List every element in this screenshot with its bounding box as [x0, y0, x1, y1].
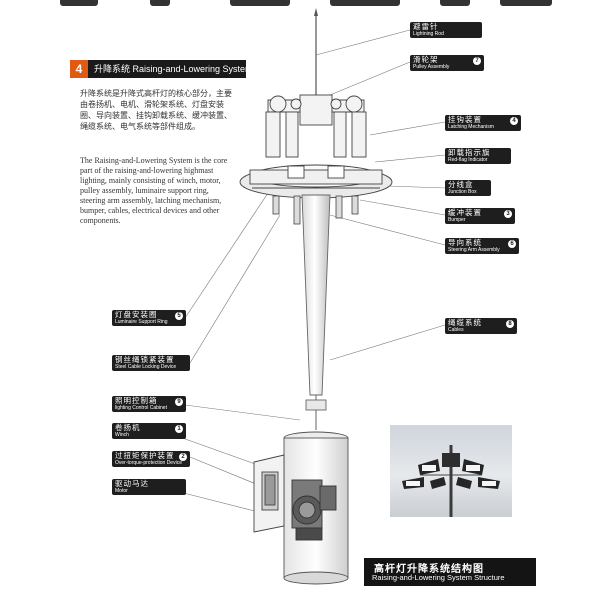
winch-drawing [291, 479, 337, 541]
callout-junction-box: 分线盒 Junction Box [445, 180, 491, 196]
diagram-title-english: Raising-and-Lowering System Structure [372, 573, 505, 582]
callout-luminaire-support-ring: 灯盘安装圈 Luminaire Support Ring 5 [112, 310, 186, 326]
section-number: 4 [70, 60, 88, 78]
top-cropped-strip [0, 0, 600, 8]
section-header: 4 升降系统 Raising-and-Lowering System [70, 60, 253, 78]
callout-motor: 驱动马达 Motor [112, 479, 186, 495]
callout-red-flag-indicator: 卸载指示旗 Red-flag Indicator [445, 148, 511, 164]
callout-winch: 卷扬机 Winch 1 [112, 423, 186, 439]
highmast-photo [390, 425, 512, 517]
description-english: The Raising-and-Lowering System is the c… [80, 156, 228, 225]
description-chinese: 升降系统是升降式高杆灯的核心部分，主要由卷扬机、电机、滑轮架系统、灯盘安装圈、导… [80, 89, 232, 131]
callout-bumper: 缓冲装置 Bumper 3 [445, 208, 515, 224]
callout-over-torque-protection: 过扭矩保护装置 Over-torque-protection Device 2 [112, 451, 190, 467]
luminaire-ring-drawing [239, 164, 393, 199]
callout-latching-mechanism: 挂钩装置 Latching Mechanism 4 [445, 115, 521, 131]
callout-steel-cable-locking-device: 钢丝绳锁紧装置 Steel Cable Locking Device [112, 355, 190, 371]
pulley-assembly-drawing [265, 94, 367, 158]
diagram-title-chinese: 高杆灯升降系统结构图 [374, 564, 484, 575]
callout-cables: 绳缆系统 Cables 8 [445, 318, 517, 334]
diagram-title-box: 高杆灯升降系统结构图 Raising-and-Lowering System S… [364, 558, 536, 586]
section-title: 升降系统 Raising-and-Lowering System [94, 64, 253, 74]
control-cabinet-drawing [253, 454, 285, 533]
pole-drawing [301, 194, 331, 396]
callout-pulley-assembly: 滑轮架 Pulley Assembly 7 [410, 55, 484, 71]
callout-lightning-rod: 避雷针 Lightning Rod [410, 22, 482, 38]
callout-steering-arm-assembly: 导向系统 Steering Arm Assembly 6 [445, 238, 519, 254]
highmast-photo-drawing [402, 445, 500, 517]
callout-lighting-control-cabinet: 照明控制箱 lighting Control Cabinet 9 [112, 396, 186, 412]
